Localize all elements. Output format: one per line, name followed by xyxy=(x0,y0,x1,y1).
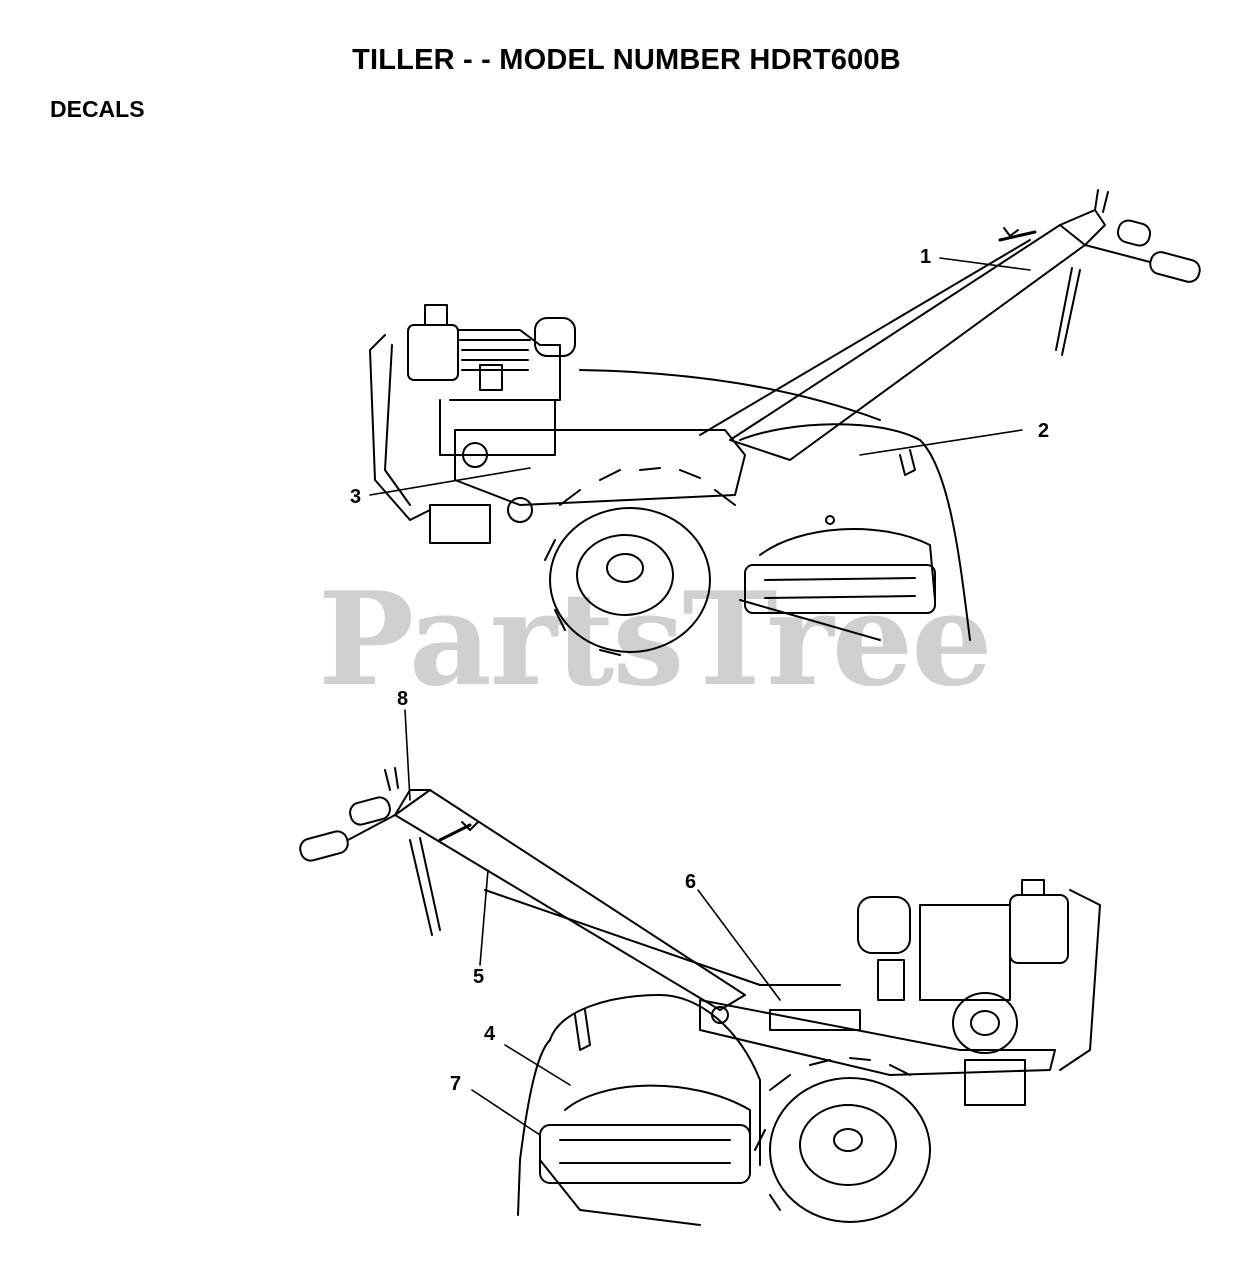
leader-1 xyxy=(939,257,1031,271)
leader-3 xyxy=(369,467,531,496)
bottom-handlebar xyxy=(299,767,841,1024)
leader-8 xyxy=(404,709,411,801)
callout-3: 3 xyxy=(350,486,362,508)
top-wheel xyxy=(544,467,736,656)
tiller-bottom-view xyxy=(299,767,1101,1226)
leader-7 xyxy=(471,1089,541,1136)
callout-8: 8 xyxy=(397,688,409,710)
callout-2: 2 xyxy=(1038,420,1050,442)
bottom-chain-case xyxy=(699,999,1056,1106)
leader-4 xyxy=(504,1044,571,1086)
top-frame xyxy=(369,334,881,521)
leader-5 xyxy=(479,869,489,966)
callout-7: 7 xyxy=(450,1073,462,1095)
top-engine xyxy=(407,304,576,456)
callout-5: 5 xyxy=(473,966,485,988)
leader-2 xyxy=(859,429,1023,456)
bottom-engine xyxy=(857,879,1101,1071)
top-chain-case xyxy=(429,429,746,544)
page-title: TILLER - - MODEL NUMBER HDRT600B xyxy=(352,44,901,76)
top-tine-shield xyxy=(739,423,971,641)
bottom-wheel xyxy=(754,1057,931,1223)
tiller-top-view xyxy=(369,189,1201,656)
bottom-tine-shield xyxy=(517,994,761,1226)
callout-leaders xyxy=(369,257,1031,1136)
top-handlebar xyxy=(699,189,1201,461)
callout-4: 4 xyxy=(484,1023,496,1045)
callout-6: 6 xyxy=(685,871,697,893)
section-heading: DECALS xyxy=(50,96,145,122)
callout-1: 1 xyxy=(920,246,932,268)
leader-6 xyxy=(697,889,781,1001)
